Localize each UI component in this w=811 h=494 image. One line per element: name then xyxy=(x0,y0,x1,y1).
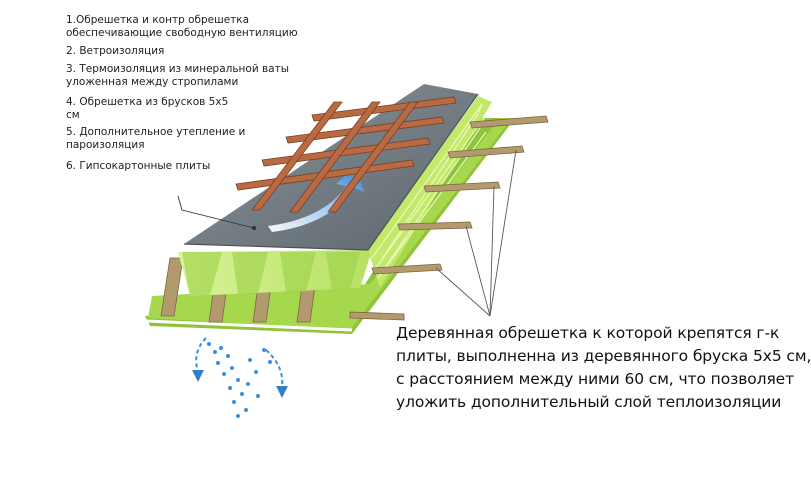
legend-item-5: 5. Дополнительное утепление и пароизоляц… xyxy=(66,126,245,152)
legend-item-1: 1.Обрешетка и контр обрешетка обеспечива… xyxy=(66,14,298,40)
legend-item-3-line-2: уложенная между стропилами xyxy=(66,76,239,88)
insulation-layer xyxy=(178,250,372,296)
legend-item-3: 3. Термоизоляция из минеральной ваты уло… xyxy=(66,63,289,89)
legend-item-1-line-2: обеспечивающие свободную вентиляцию xyxy=(66,27,298,39)
rafters-lathing xyxy=(235,96,457,213)
legend-item-3-line-1: 3. Термоизоляция из минеральной ваты xyxy=(66,63,290,75)
legend-item-6-line-1: 6. Гипсокартонные плиты xyxy=(66,160,211,172)
legend-item-5-line-1: 5. Дополнительное утепление и xyxy=(66,126,246,138)
legend-item-1-line-1: 1.Обрешетка и контр обрешетка xyxy=(66,14,250,26)
caption: Деревянная обрешетка к которой крепятся … xyxy=(396,322,811,414)
legend-item-4: 4. Обрешетка из брусков 5х5 см xyxy=(66,96,228,122)
legend-item-2: 2. Ветроизоляция xyxy=(66,45,164,58)
caption-line-2: плиты, выполненна из деревянного бруска … xyxy=(396,347,811,365)
legend-item-4-line-1: 4. Обрешетка из брусков 5х5 xyxy=(66,96,229,108)
caption-line-3: с расстоянием между ними 60 см, что позв… xyxy=(396,370,795,388)
caption-line-4: уложить дополнительный слой теплоизоляци… xyxy=(396,393,782,411)
vapor-drops-icon xyxy=(207,342,272,418)
caption-leader-lines xyxy=(435,149,517,317)
drip-arrow-right-icon xyxy=(265,349,288,398)
legend-item-5-line-2: пароизоляция xyxy=(66,139,145,151)
legend-leader-line xyxy=(177,195,257,231)
drip-arrow-left-icon xyxy=(192,337,207,382)
protruding-battens xyxy=(349,115,549,321)
legend-item-2-line-1: 2. Ветроизоляция xyxy=(66,45,165,57)
legend-item-4-line-2: см xyxy=(66,109,80,121)
caption-line-1: Деревянная обрешетка к которой крепятся … xyxy=(396,324,780,342)
legend-item-6: 6. Гипсокартонные плиты xyxy=(66,160,210,173)
ventilation-arrow-icon xyxy=(268,166,364,232)
